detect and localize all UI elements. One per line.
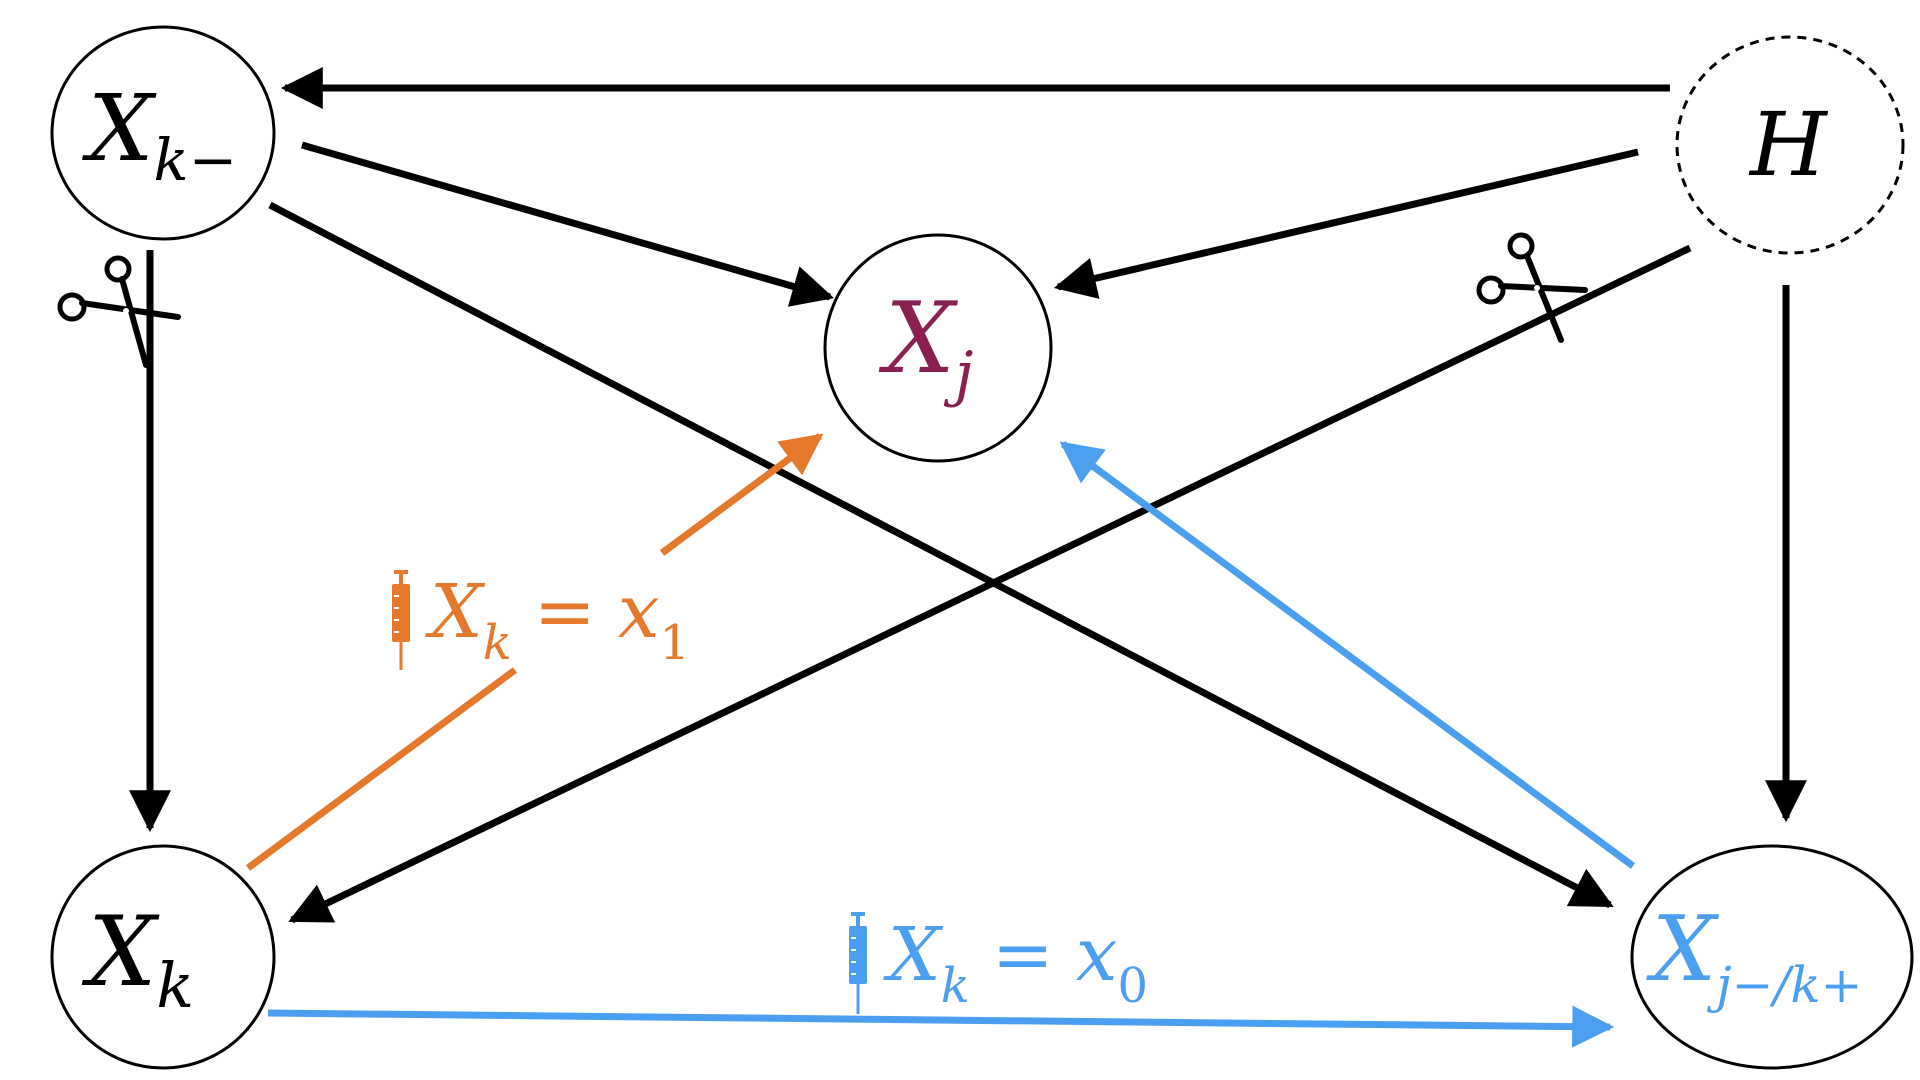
node-xj-minus-k-plus: Xj−/k+ xyxy=(1630,844,1914,1070)
node-xj-label: Xj xyxy=(878,282,973,409)
intervention-edges-x0 xyxy=(267,441,1636,1048)
edge-xj-minus-k-plus-to-xj xyxy=(1059,441,1636,869)
scissors-icon xyxy=(57,255,181,368)
intervention-label-x0-text: Xk = x0 xyxy=(883,912,1148,1014)
node-xk-minus-circle xyxy=(50,25,276,241)
node-xj-minus-k-plus-label: Xj−/k+ xyxy=(1646,897,1863,1014)
edge-h-to-xj xyxy=(1053,148,1639,299)
intervention-x1-val-sub: 1 xyxy=(660,615,691,671)
syringe-icon xyxy=(849,912,867,1014)
node-xj-circle xyxy=(823,233,1053,463)
edge-xk-to-xj-minus-k-plus xyxy=(267,1005,1615,1048)
node-xj-minus-k-plus-base: X xyxy=(1646,897,1720,1002)
node-xj-minus-k-plus-sub: j−/k+ xyxy=(1706,956,1862,1014)
intervention-x1-sub: k xyxy=(483,615,512,671)
scissors-icon xyxy=(1476,232,1588,343)
causal-edges xyxy=(129,67,1807,924)
edge-label-x1-to-xj xyxy=(659,433,824,556)
intervention-label-x0: Xk = x0 xyxy=(849,912,1148,1014)
intervention-x0-base: X xyxy=(883,912,944,998)
node-xk-minus-sub: k− xyxy=(154,126,238,194)
intervention-x0-val: x xyxy=(1076,912,1118,998)
node-h-circle xyxy=(1675,35,1905,255)
intervention-label-x1-text: Xk = x1 xyxy=(425,569,690,671)
edge-xk-minus-to-xj xyxy=(301,141,835,307)
node-xk-base: X xyxy=(81,896,160,1008)
node-xk: Xk xyxy=(50,844,276,1070)
node-h-latent: H xyxy=(1675,35,1905,255)
intervention-edge-x1 xyxy=(245,433,824,871)
node-xk-sub: k xyxy=(156,949,194,1022)
node-xj: Xj xyxy=(823,233,1053,463)
edge-xk-minus-to-xj-minus-k-plus xyxy=(268,201,1614,909)
node-xk-minus: Xk− xyxy=(50,25,276,241)
node-xj-base: X xyxy=(878,282,959,396)
intervention-x0-eq: = xyxy=(992,912,1054,998)
edge-h-to-xk xyxy=(288,244,1692,924)
node-xk-minus-label: Xk− xyxy=(82,75,237,194)
node-xj-minus-k-plus-circle xyxy=(1630,844,1914,1070)
node-xk-minus-base: X xyxy=(82,75,157,182)
intervention-x0-sub: k xyxy=(941,958,970,1014)
intervention-x1-base: X xyxy=(425,569,486,655)
intervention-x1-eq: = xyxy=(534,569,596,655)
node-xk-circle xyxy=(50,844,276,1070)
syringe-icon xyxy=(392,570,410,670)
intervention-label-x1: Xk = x1 xyxy=(392,569,690,671)
intervention-x1-val: x xyxy=(618,569,660,655)
edge-xk-to-label-x1 xyxy=(245,667,518,871)
node-h-label: H xyxy=(1748,93,1829,196)
intervention-x0-val-sub: 0 xyxy=(1118,958,1149,1014)
node-xk-label: Xk xyxy=(81,896,194,1022)
